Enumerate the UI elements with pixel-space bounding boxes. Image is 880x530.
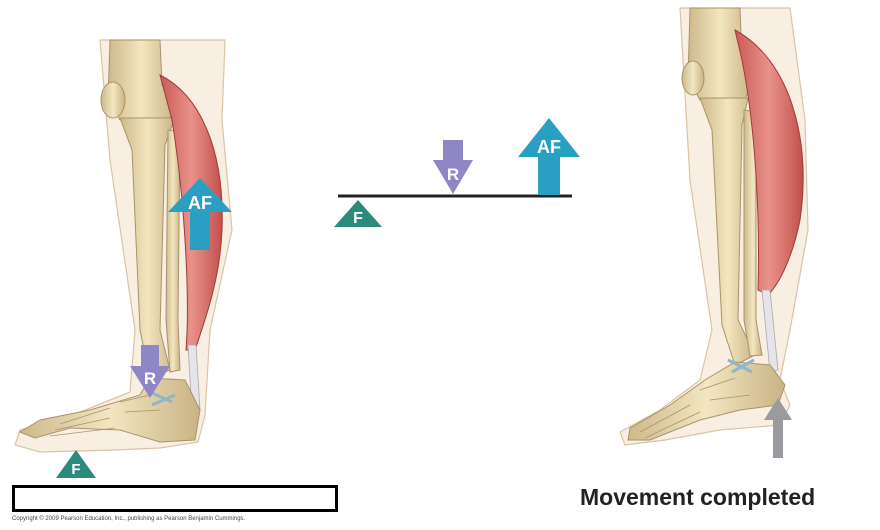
copyright-notice: Copyright © 2009 Pearson Education, Inc.… (12, 516, 245, 522)
leg-left-patella (101, 82, 125, 118)
fulcrum-left: F (56, 450, 96, 478)
fulcrum-label-middle: F (353, 210, 363, 227)
effort-arrow-middle: AF (518, 118, 580, 195)
movement-caption: Movement completed (580, 484, 815, 511)
answer-box[interactable] (12, 485, 338, 512)
fulcrum-middle: F (334, 200, 382, 227)
resistance-label-middle: R (447, 165, 459, 184)
leg-right-patella (682, 61, 704, 95)
leg-left-fibula (166, 130, 180, 372)
leg-right (620, 8, 808, 445)
effort-label-middle: AF (537, 137, 561, 157)
resistance-label-left: R (144, 369, 156, 388)
fulcrum-label-left: F (71, 461, 80, 478)
resistance-arrow-middle: R (433, 140, 473, 194)
lever-model: F R AF (334, 118, 580, 227)
effort-label-left: AF (188, 193, 212, 213)
